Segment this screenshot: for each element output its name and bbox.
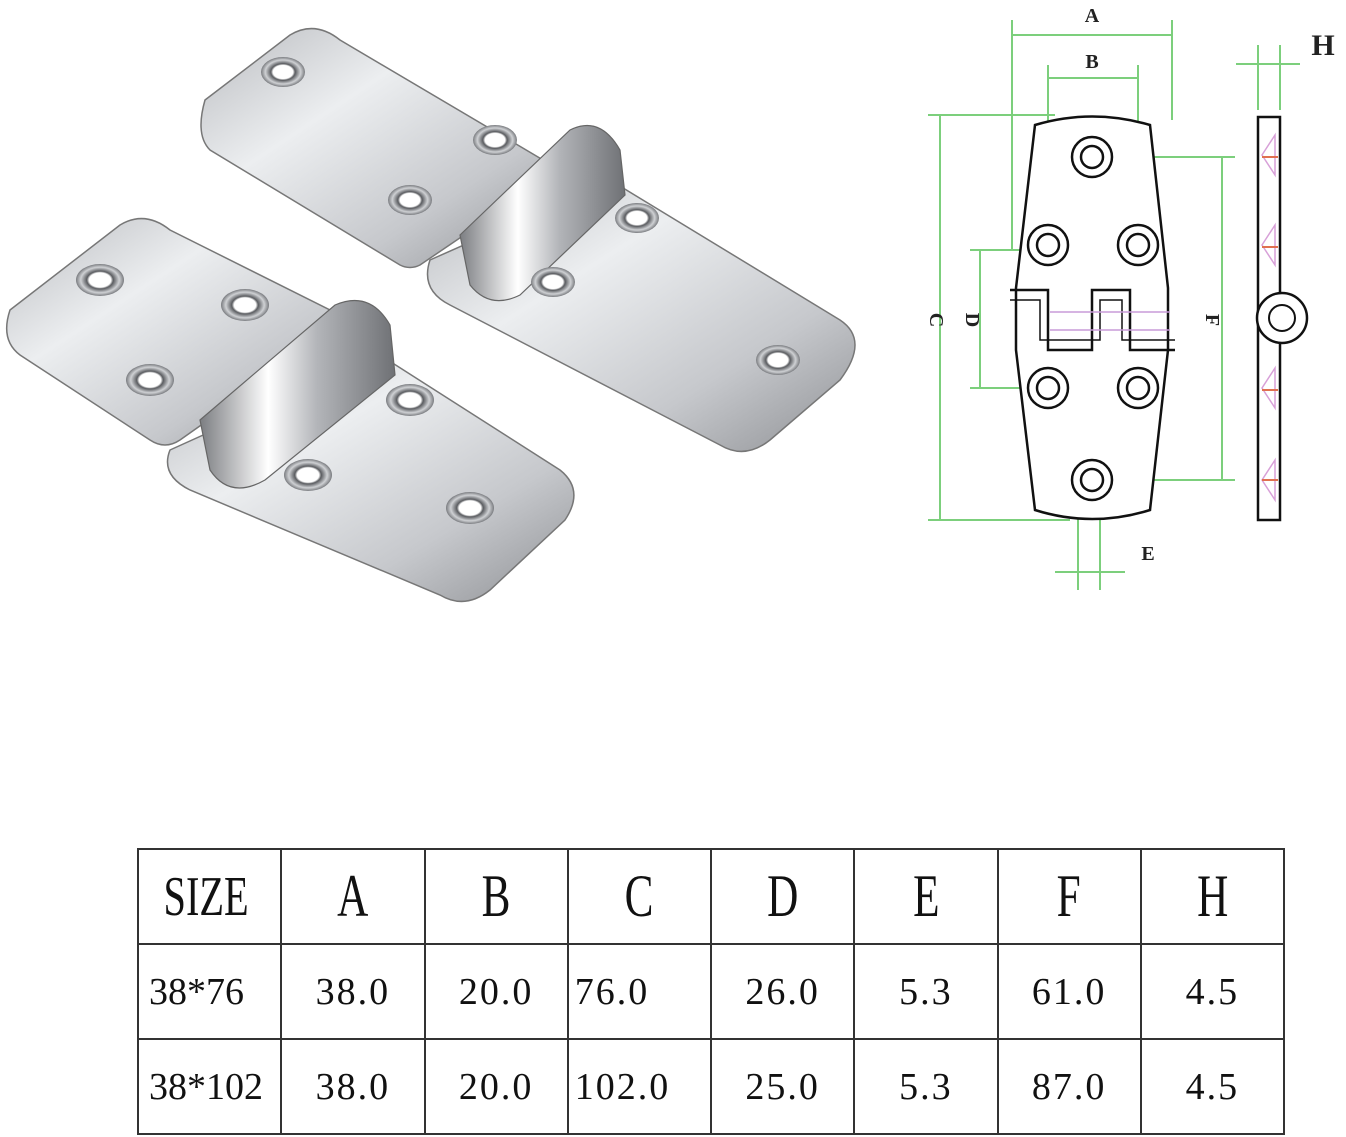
label-c: C bbox=[925, 313, 947, 327]
hinge-dimension-drawing: A B C D E F H bbox=[925, 5, 1335, 590]
table-row: 38*76 38.0 20.0 76.0 26.0 5.3 61.0 4.5 bbox=[136, 943, 1286, 1040]
hinge-front bbox=[5, 217, 575, 603]
hinge-back bbox=[200, 27, 856, 453]
cell-e: 5.3 bbox=[853, 1038, 999, 1135]
label-d: D bbox=[961, 313, 983, 327]
cell-f: 61.0 bbox=[996, 943, 1142, 1040]
header-a: A bbox=[280, 848, 426, 945]
size-spec-table: SIZE A B C D E F H 38*76 38.0 20.0 76.0 … bbox=[136, 848, 1286, 1135]
cell-h: 4.5 bbox=[1139, 1038, 1286, 1135]
cell-b: 20.0 bbox=[423, 1038, 569, 1135]
cell-e: 5.3 bbox=[853, 943, 999, 1040]
hinge-side-view bbox=[1255, 115, 1309, 522]
header-c: C bbox=[566, 848, 713, 945]
label-f: F bbox=[1201, 314, 1223, 326]
cell-c: 76.0 bbox=[566, 943, 713, 1040]
cell-a: 38.0 bbox=[280, 1038, 426, 1135]
header-e: E bbox=[853, 848, 999, 945]
cell-h: 4.5 bbox=[1139, 943, 1286, 1040]
cell-f: 87.0 bbox=[996, 1038, 1142, 1135]
label-e: E bbox=[1141, 543, 1154, 565]
hinge-product-photo bbox=[5, 27, 856, 603]
cell-c: 102.0 bbox=[566, 1038, 713, 1135]
header-b: B bbox=[423, 848, 569, 945]
cell-a: 38.0 bbox=[280, 943, 426, 1040]
label-h: H bbox=[1311, 29, 1334, 62]
cell-d: 25.0 bbox=[709, 1038, 856, 1135]
label-a: A bbox=[1085, 5, 1100, 27]
table-header-row: SIZE A B C D E F H bbox=[136, 848, 1286, 945]
cell-size: 38*102 bbox=[136, 1038, 283, 1135]
cell-d: 26.0 bbox=[709, 943, 856, 1040]
header-h: H bbox=[1139, 848, 1286, 945]
header-d: D bbox=[709, 848, 856, 945]
header-f: F bbox=[996, 848, 1142, 945]
table-row: 38*102 38.0 20.0 102.0 25.0 5.3 87.0 4.5 bbox=[136, 1038, 1286, 1135]
cell-b: 20.0 bbox=[423, 943, 569, 1040]
hinge-holes bbox=[1026, 135, 1160, 502]
hinge-front-view bbox=[1010, 115, 1175, 521]
cell-size: 38*76 bbox=[136, 943, 283, 1040]
label-b: B bbox=[1085, 51, 1098, 73]
header-size: SIZE bbox=[136, 848, 283, 945]
